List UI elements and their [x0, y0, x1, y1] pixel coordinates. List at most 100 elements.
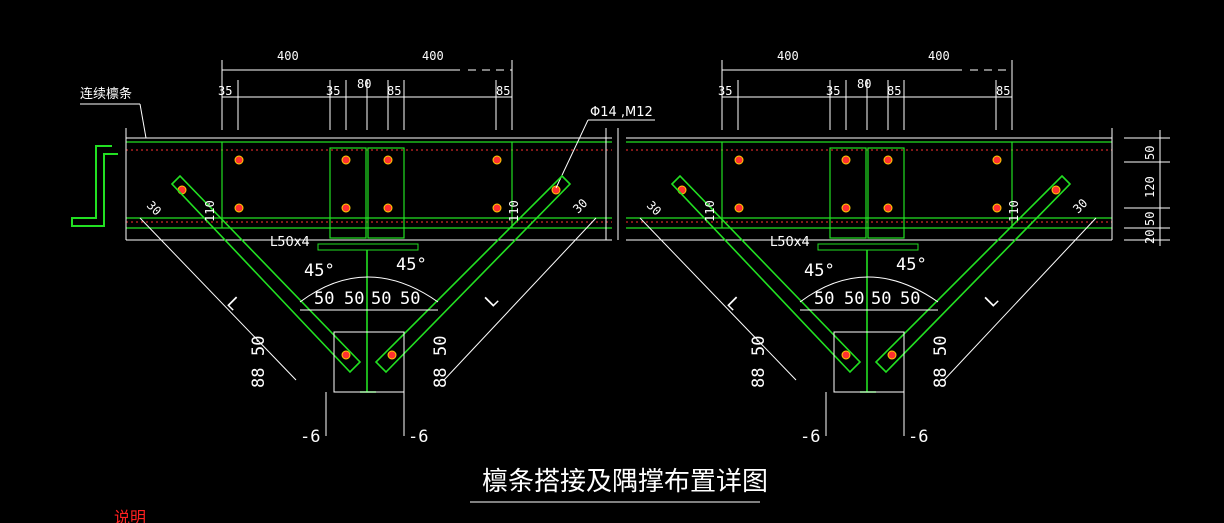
bolt-icon [841, 155, 851, 165]
left-top-dimension-lines [221, 60, 513, 130]
bolt-icon [341, 350, 351, 360]
dim-50: 50 [900, 289, 920, 309]
dim-88: 88 [749, 368, 769, 388]
angle-arc [299, 276, 439, 303]
brace-dim-line [139, 217, 297, 381]
dim-85: 85 [496, 84, 510, 98]
dim-400: 400 [928, 49, 950, 63]
right-detail: 400 400 35 35 80 85 85 [626, 49, 1170, 447]
left-purlin [126, 141, 612, 229]
dim-120: 120 [1143, 176, 1157, 198]
angle-bar [817, 243, 919, 251]
dim-400: 400 [777, 49, 799, 63]
bolt-icon [1051, 185, 1061, 195]
bolt-icon [887, 350, 897, 360]
bolt-icon [383, 203, 393, 213]
angle-bar [317, 243, 419, 251]
dim-400: 400 [277, 49, 299, 63]
gusset-plate [333, 331, 405, 393]
dim-30: 30 [144, 198, 164, 218]
splice-plates [221, 142, 513, 239]
dim-50: 50 [400, 289, 420, 309]
brace-length: L [722, 293, 743, 314]
bolt-icon [341, 203, 351, 213]
bolt-icon [234, 155, 244, 165]
angle-45: 45° [396, 255, 427, 275]
angle-label: L50x4 [270, 235, 310, 250]
dim-50: 50 [844, 289, 864, 309]
plate-thickness: -6 [908, 427, 928, 447]
dim-80: 80 [857, 77, 871, 91]
angle-label: L50x4 [770, 235, 810, 250]
brace-length: L [481, 290, 502, 311]
right-purlin-edges [626, 128, 1113, 241]
bolt-icon [883, 155, 893, 165]
bolt-icon [992, 155, 1002, 165]
plate-thickness: -6 [408, 427, 428, 447]
drawing-title: 檩条搭接及隅撑布置详图 [482, 467, 768, 497]
dim-50: 50 [431, 336, 451, 356]
dim-30: 30 [1070, 196, 1090, 216]
dim-50: 50 [749, 336, 769, 356]
bolt-label: Φ14 ,M12 [590, 105, 653, 120]
gusset-plate [833, 331, 905, 393]
right-purlin [626, 141, 1112, 229]
bolt-icon [841, 203, 851, 213]
dim-80: 80 [357, 77, 371, 91]
bolt-icon [734, 155, 744, 165]
dim-50: 50 [371, 289, 391, 309]
z-purlin-section-icon [71, 145, 118, 227]
dim-88: 88 [249, 368, 269, 388]
angle-45: 45° [804, 261, 835, 281]
right-vertical-dims [1124, 130, 1170, 246]
dim-88: 88 [931, 368, 951, 388]
right-purlin-centerline [626, 149, 1112, 223]
dim-88: 88 [431, 368, 451, 388]
dim-110: 110 [507, 200, 521, 222]
plate-thickness: -6 [300, 427, 320, 447]
bolt-icon [387, 350, 397, 360]
angle-45: 45° [896, 255, 927, 275]
dim-30: 30 [570, 196, 590, 216]
note-label: 说明 [114, 508, 146, 523]
dim-35: 35 [826, 84, 840, 98]
bolt-icon [841, 350, 851, 360]
dim-35: 35 [218, 84, 232, 98]
splice-plates [721, 142, 1013, 239]
angle-45: 45° [304, 261, 335, 281]
left-detail: 400 400 35 35 80 85 85 连续檩条 [71, 49, 655, 447]
dim-50: 50 [931, 336, 951, 356]
brace-length: L [222, 293, 243, 314]
bolt-icon [234, 203, 244, 213]
brace-dim-line [443, 217, 597, 381]
right-bolts [677, 155, 1061, 360]
dim-85: 85 [996, 84, 1010, 98]
bolt-icon [177, 185, 187, 195]
angle-arc [799, 276, 939, 303]
bolt-icon [551, 185, 561, 195]
bolt-icon [677, 185, 687, 195]
bolt-icon [492, 203, 502, 213]
left-purlin-centerline [126, 149, 612, 223]
dim-50: 50 [344, 289, 364, 309]
dim-20: 20 [1143, 230, 1157, 244]
left-label: 连续檩条 [80, 86, 132, 102]
dim-85: 85 [387, 84, 401, 98]
right-top-dimension-lines [721, 60, 1013, 130]
dim-85: 85 [887, 84, 901, 98]
dim-110: 110 [703, 200, 717, 222]
left-purlin-edges [126, 137, 612, 241]
bolt-icon [492, 155, 502, 165]
bolt-icon [734, 203, 744, 213]
bolt-icon [341, 155, 351, 165]
dim-50: 50 [314, 289, 334, 309]
dim-110: 110 [203, 200, 217, 222]
dim-50: 50 [1143, 212, 1157, 226]
dim-35: 35 [326, 84, 340, 98]
dim-30: 30 [644, 198, 664, 218]
dim-35: 35 [718, 84, 732, 98]
brace-length: L [981, 290, 1002, 311]
dim-50: 50 [249, 336, 269, 356]
dim-400: 400 [422, 49, 444, 63]
